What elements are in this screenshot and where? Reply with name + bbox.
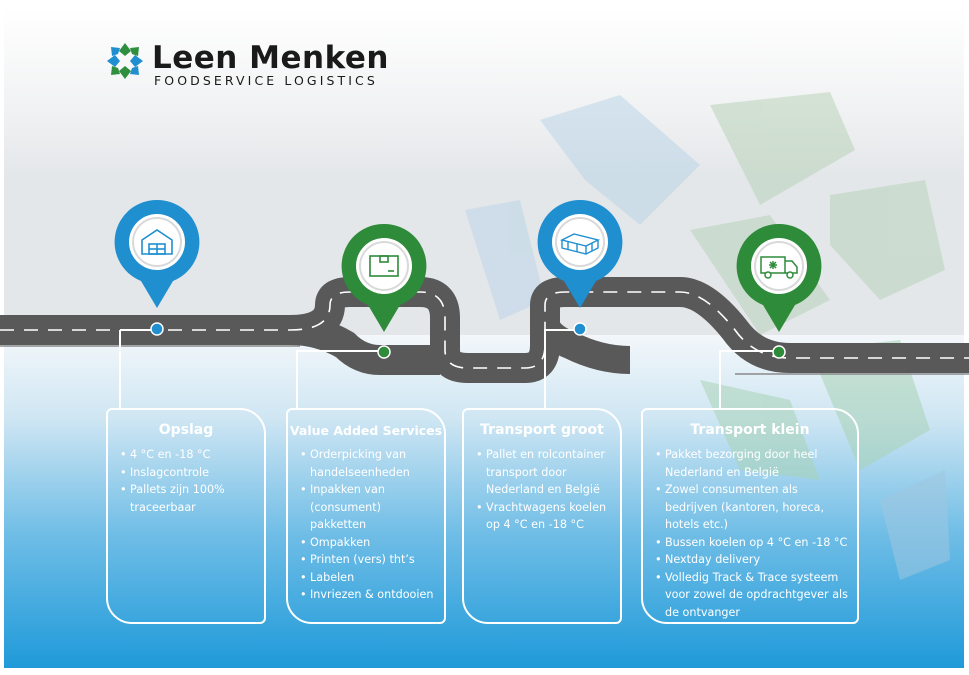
step-items: Pallet en rolcontainer transport door Ne… <box>464 446 620 534</box>
list-item: Ompakken <box>300 534 438 552</box>
list-item: Inpakken van (consument) pakketten <box>300 481 438 534</box>
connector-line <box>544 329 580 331</box>
pallet-icon <box>559 233 601 255</box>
brand-logo: Leen Menken FOODSERVICE LOGISTICS <box>106 40 436 100</box>
list-item: Invriezen & ontdooien <box>300 586 438 604</box>
step-card-transport-groot: Transport groot Pallet en rolcontainer t… <box>462 408 622 624</box>
step-card-transport-klein: Transport klein Pakket bezorging door he… <box>641 408 859 624</box>
list-item: Pallets zijn 100% traceerbaar <box>120 481 258 516</box>
step-items: 4 °C en -18 °C Inslagcontrole Pallets zi… <box>108 446 264 516</box>
step-title: Opslag <box>158 422 214 438</box>
brand-name: Leen Menken <box>152 40 389 76</box>
list-item: Volledig Track & Trace systeem voor zowe… <box>655 569 851 622</box>
connector-line <box>119 330 121 410</box>
map-pin-value-added-services <box>341 223 427 359</box>
road <box>0 277 969 383</box>
step-items: Orderpicking van handelseenheden Inpakke… <box>288 446 444 604</box>
step-card-opslag: Opslag 4 °C en -18 °C Inslagcontrole Pal… <box>106 408 266 624</box>
warehouse-icon <box>141 229 173 255</box>
step-title: Value Added Services <box>289 423 443 438</box>
list-item: Pallet en rolcontainer transport door Ne… <box>476 446 614 499</box>
list-item: Zowel consumenten als bedrijven (kantore… <box>655 481 851 534</box>
list-item: Pakket bezorging door heel Nederland en … <box>655 446 851 481</box>
leen-menken-logo-icon <box>107 43 143 79</box>
box-icon <box>369 255 399 277</box>
step-title: Transport groot <box>480 422 604 438</box>
map-pin-opslag <box>114 199 200 336</box>
list-item: Inslagcontrole <box>120 464 258 482</box>
connector-line <box>719 350 779 352</box>
list-item: Labelen <box>300 569 438 587</box>
connector-line <box>719 351 721 409</box>
list-item: 4 °C en -18 °C <box>120 446 258 464</box>
step-card-value-added-services: Value Added Services Orderpicking van ha… <box>286 408 446 624</box>
connector-line <box>296 351 298 409</box>
list-item: Nextday delivery <box>655 551 851 569</box>
refrigerated-van-icon <box>760 256 798 279</box>
map-pin-transport-groot <box>537 199 623 336</box>
connector-line <box>544 330 546 410</box>
list-item: Orderpicking van handelseenheden <box>300 446 438 481</box>
list-item: Vrachtwagens koelen op 4 °C en -18 °C <box>476 499 614 534</box>
brand-tagline: FOODSERVICE LOGISTICS <box>154 73 378 88</box>
step-items: Pakket bezorging door heel Nederland en … <box>643 446 857 621</box>
connector-line <box>120 329 160 331</box>
map-pin-transport-klein <box>736 223 822 359</box>
step-title: Transport klein <box>690 422 810 438</box>
connector-line <box>296 350 384 352</box>
list-item: Printen (vers) tht’s <box>300 551 438 569</box>
list-item: Bussen koelen op 4 °C en -18 °C <box>655 534 851 552</box>
